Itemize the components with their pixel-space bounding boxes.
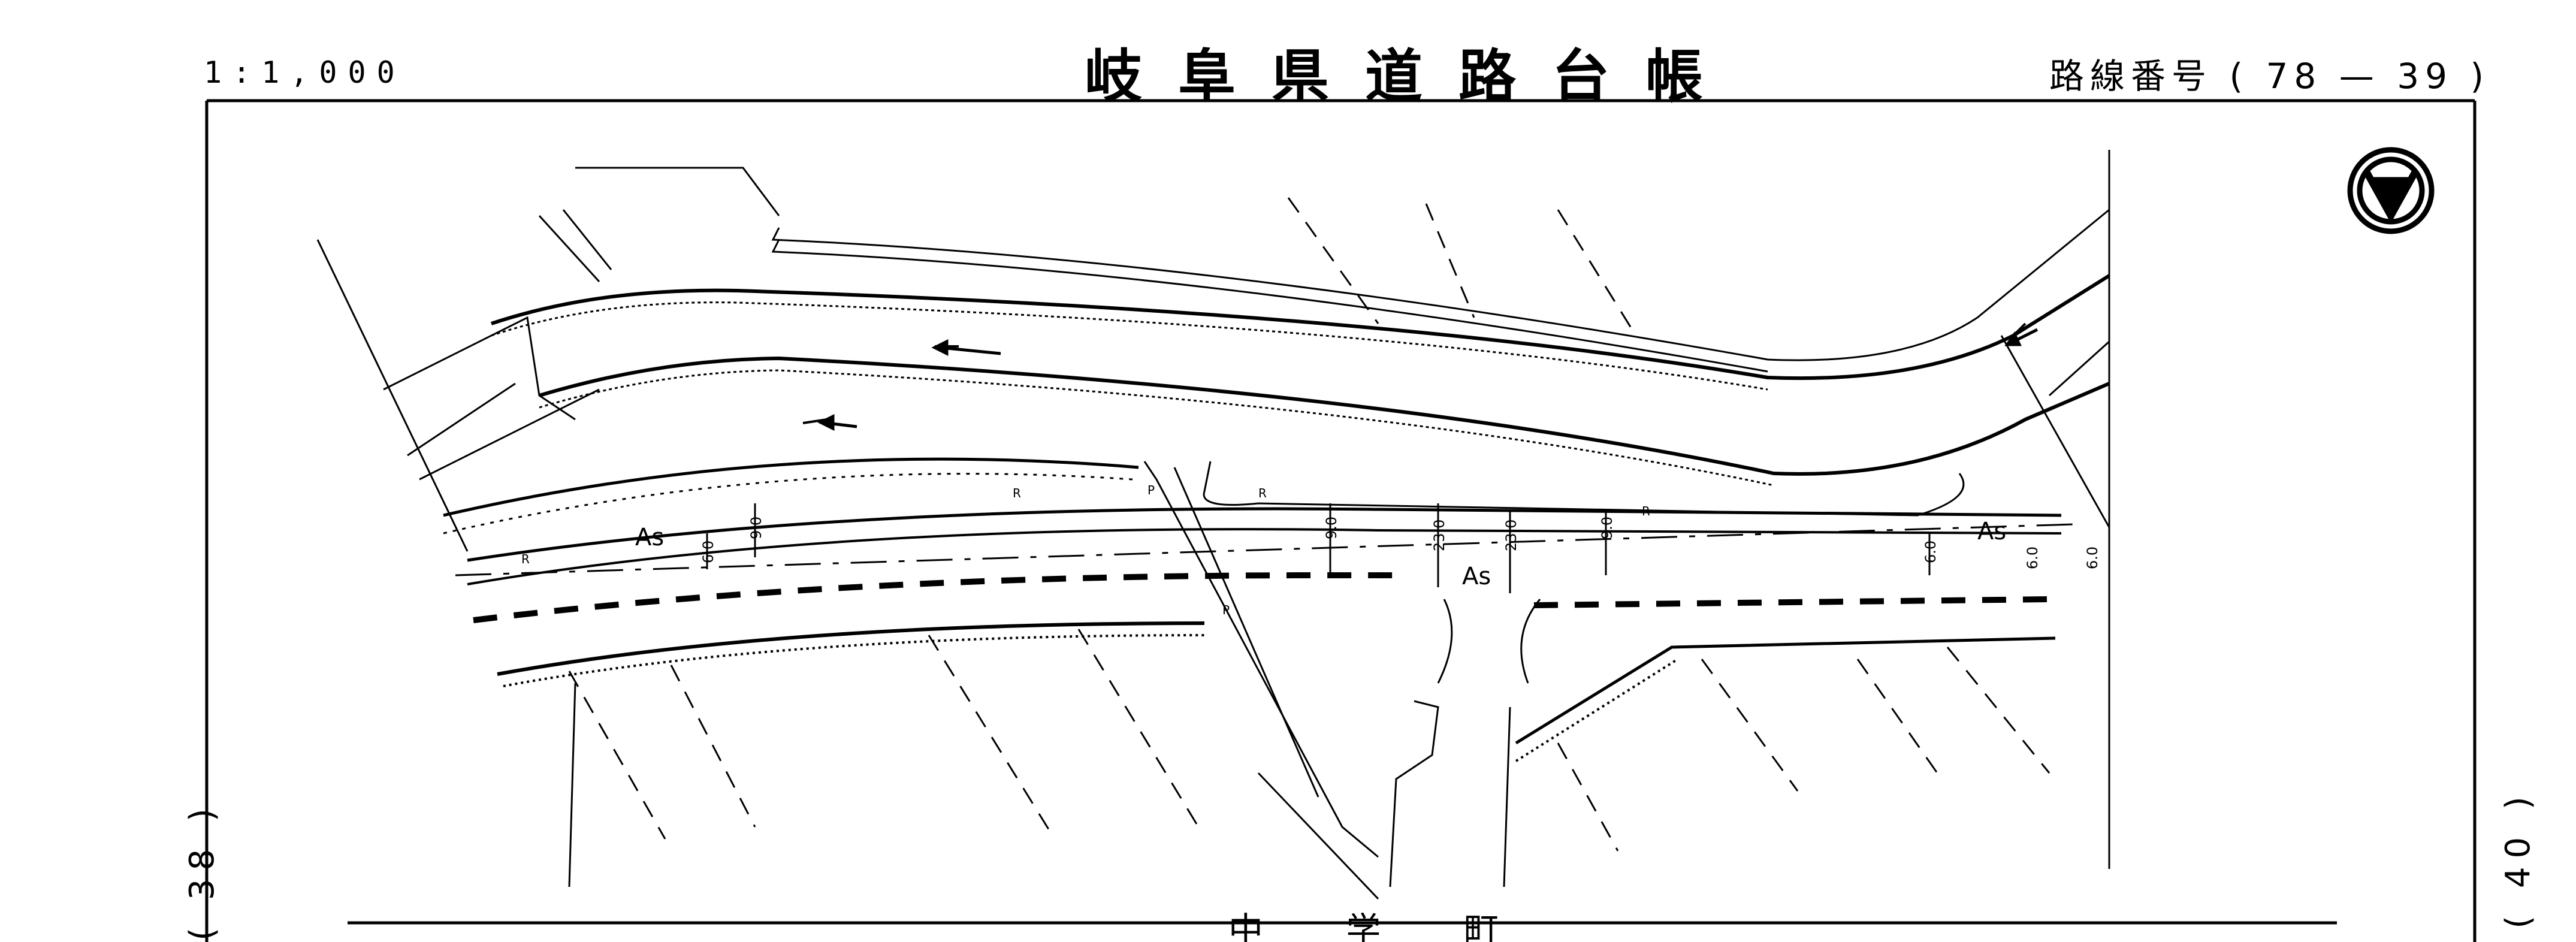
direction-arrows [817, 328, 2039, 431]
upper-road [491, 209, 2110, 487]
surface-label: As [1462, 563, 1491, 590]
surface-label: As [1977, 518, 2006, 545]
section-mark: R [1642, 504, 1650, 518]
district-heading: 中 学 町 [1228, 910, 1535, 942]
route-label: 路線番号 [2049, 56, 2213, 96]
side-roads [316, 150, 2110, 900]
parcel-lines [568, 197, 2050, 852]
page-title: 岐阜県道路台帳 [1085, 43, 1739, 110]
section-marks: R R R R P P [521, 483, 1650, 617]
section-mark: P [1222, 603, 1230, 617]
map-frame [205, 99, 2477, 942]
width-label: 6.0 [2024, 547, 2041, 569]
section-mark: R [1013, 486, 1021, 500]
width-label: 6.0 [2084, 547, 2101, 569]
width-label: 6.0 [1922, 541, 1939, 563]
route-number: 路線番号 ( 78 — 39 ) [2049, 48, 2490, 98]
route-value: ( 78 — 39 ) [2229, 56, 2490, 96]
section-mark: R [1258, 486, 1267, 500]
surface-labels: As As As [635, 518, 2006, 590]
width-label: 9.0 [1599, 517, 1615, 539]
section-mark: R [521, 552, 530, 566]
map-scale: 1:1,000 [204, 55, 406, 90]
width-label: 6.0 [700, 541, 717, 563]
width-labels: 6.0 9.0 9.0 23.0 23.0 9.0 6.0 6.0 6.0 [700, 517, 2101, 569]
dimension-ticks [706, 503, 1931, 593]
section-mark: P [1147, 483, 1155, 497]
width-label: 23.0 [1431, 520, 1448, 551]
surface-label: As [635, 524, 664, 551]
width-label: 9.0 [1323, 517, 1340, 539]
width-label: 9.0 [748, 517, 765, 539]
width-label: 23.0 [1503, 520, 1520, 551]
north-arrow-icon [2347, 147, 2435, 234]
main-road [443, 457, 2074, 762]
